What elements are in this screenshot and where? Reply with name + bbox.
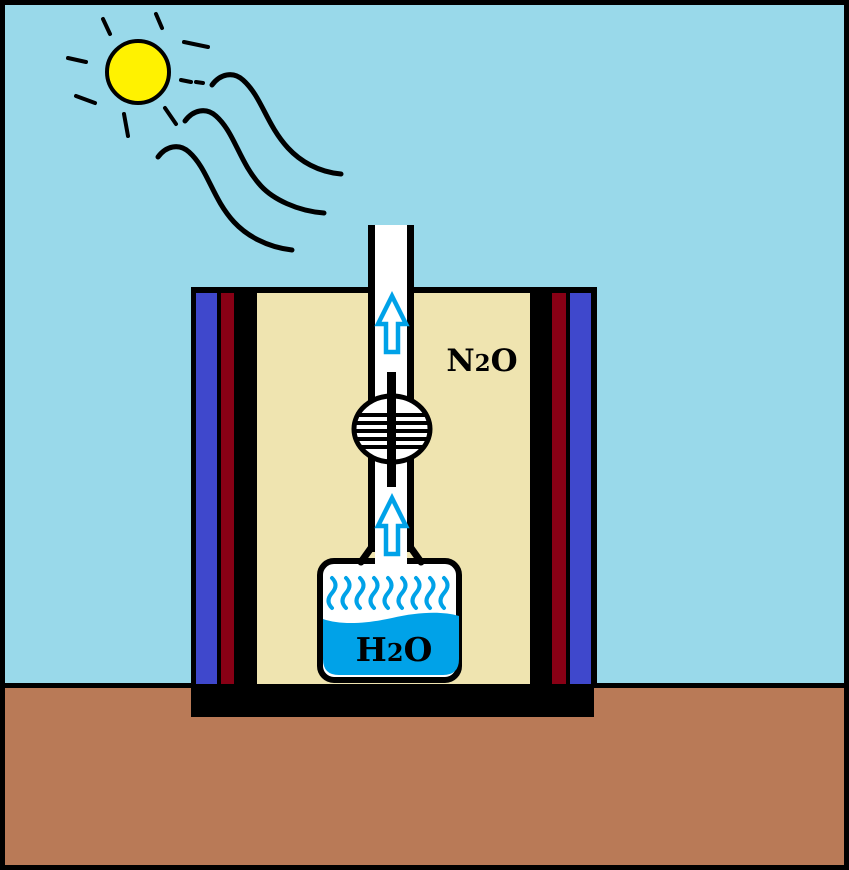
wall-layer-maroon-left bbox=[221, 293, 234, 684]
flow-arrows-icon bbox=[374, 290, 410, 557]
turbine-shaft bbox=[387, 372, 396, 487]
liquid-label: H2O bbox=[356, 630, 433, 669]
sun-icon bbox=[105, 39, 171, 105]
sun-rays-icon bbox=[66, 12, 210, 138]
ground bbox=[0, 688, 849, 870]
flask-water bbox=[323, 612, 459, 675]
heat-waves-icon bbox=[155, 72, 344, 253]
wall-layer-blue-left bbox=[196, 293, 217, 684]
wall-layer-maroon-right bbox=[552, 293, 566, 684]
evaporation-icon bbox=[326, 576, 450, 610]
wall-layer-blue-right bbox=[570, 293, 591, 684]
turbine-icon bbox=[351, 372, 433, 487]
gas-label: N2O bbox=[446, 343, 517, 379]
container-base bbox=[191, 684, 594, 717]
